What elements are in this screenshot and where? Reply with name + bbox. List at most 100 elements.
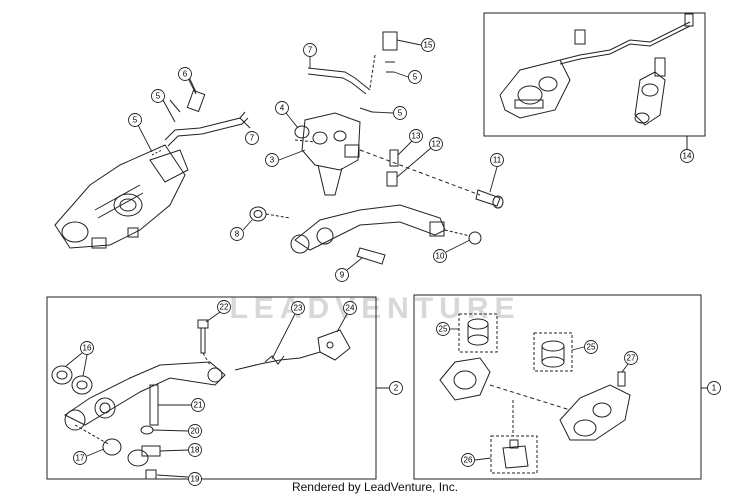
box-25-left bbox=[458, 313, 498, 353]
callout-5d[interactable] bbox=[393, 106, 407, 120]
callout-13-label: 13 bbox=[412, 132, 421, 141]
callout-17[interactable] bbox=[73, 451, 87, 465]
brake-hose-left bbox=[164, 89, 249, 147]
bolt-9 bbox=[356, 247, 386, 265]
piston-25-right bbox=[541, 340, 565, 368]
callout-18[interactable] bbox=[188, 443, 202, 457]
callout-25a-label: 25 bbox=[439, 325, 448, 334]
callout-4[interactable] bbox=[275, 101, 289, 115]
bleeder-27 bbox=[617, 371, 626, 387]
callout-19[interactable] bbox=[188, 472, 202, 486]
pin-21 bbox=[149, 384, 159, 426]
callout-5b-label: 5 bbox=[133, 116, 138, 125]
callout-5a[interactable] bbox=[151, 89, 165, 103]
callout-11[interactable] bbox=[490, 153, 504, 167]
piston-25-left bbox=[467, 318, 489, 346]
callout-18-label: 18 bbox=[191, 446, 200, 455]
box-25-right bbox=[533, 332, 573, 372]
callout-25b-label: 25 bbox=[587, 343, 596, 352]
callout-22-label: 22 bbox=[220, 303, 229, 312]
callout-19-label: 19 bbox=[191, 475, 200, 484]
callout-15[interactable] bbox=[421, 38, 435, 52]
callout-8[interactable] bbox=[230, 227, 244, 241]
master-cylinder bbox=[301, 112, 361, 196]
callout-8-label: 8 bbox=[235, 230, 240, 239]
callout-3-label: 3 bbox=[270, 156, 275, 165]
caliper-half-left bbox=[439, 357, 491, 401]
callout-7b-label: 7 bbox=[308, 46, 313, 55]
pin-13 bbox=[386, 149, 399, 187]
callout-13[interactable] bbox=[409, 129, 423, 143]
nut-8 bbox=[249, 206, 267, 222]
callout-14-label: 14 bbox=[683, 152, 692, 161]
callout-4-label: 4 bbox=[280, 104, 285, 113]
callout-7a-label: 7 bbox=[250, 134, 255, 143]
callout-25b[interactable] bbox=[584, 340, 598, 354]
callout-6-label: 6 bbox=[183, 70, 188, 79]
callout-24[interactable] bbox=[343, 301, 357, 315]
callout-25a[interactable] bbox=[436, 322, 450, 336]
callout-5a-label: 5 bbox=[156, 92, 161, 101]
assembly-14-illustration bbox=[499, 13, 694, 126]
callout-23[interactable] bbox=[291, 301, 305, 315]
callout-9-label: 9 bbox=[340, 271, 345, 280]
assembly-14-box bbox=[483, 12, 706, 137]
callout-26[interactable] bbox=[461, 453, 475, 467]
caliper-half-right bbox=[559, 384, 631, 441]
brake-pedal-lower bbox=[64, 361, 226, 431]
box-26 bbox=[490, 435, 538, 474]
callout-1[interactable] bbox=[707, 381, 721, 395]
callout-12-label: 12 bbox=[432, 140, 441, 149]
callout-21-label: 21 bbox=[194, 401, 203, 410]
callout-16-label: 16 bbox=[83, 344, 92, 353]
callout-22[interactable] bbox=[217, 300, 231, 314]
brake-hose-top bbox=[307, 31, 398, 113]
callout-26-label: 26 bbox=[464, 456, 473, 465]
bushing-16 bbox=[51, 365, 93, 395]
callout-5c-label: 5 bbox=[413, 73, 418, 82]
callout-12[interactable] bbox=[429, 137, 443, 151]
callout-24-label: 24 bbox=[346, 304, 355, 313]
callout-3[interactable] bbox=[265, 153, 279, 167]
callout-23-label: 23 bbox=[294, 304, 303, 313]
callout-10[interactable] bbox=[433, 249, 447, 263]
screw-22 bbox=[197, 319, 209, 354]
callout-2-label: 2 bbox=[394, 384, 399, 393]
bolt-11 bbox=[475, 189, 504, 209]
callout-20[interactable] bbox=[188, 424, 202, 438]
washer-4 bbox=[294, 125, 310, 139]
assembly-1-box bbox=[413, 294, 702, 480]
callout-7a[interactable] bbox=[245, 131, 259, 145]
callout-7b[interactable] bbox=[303, 43, 317, 57]
brake-caliper-left bbox=[54, 144, 189, 249]
spring-10 bbox=[468, 231, 482, 245]
callout-9[interactable] bbox=[335, 268, 349, 282]
callout-15-label: 15 bbox=[424, 41, 433, 50]
callout-27[interactable] bbox=[624, 351, 638, 365]
callout-16[interactable] bbox=[80, 341, 94, 355]
clevis-18 bbox=[127, 445, 161, 467]
callout-6[interactable] bbox=[178, 67, 192, 81]
callout-21[interactable] bbox=[191, 398, 205, 412]
spring-23 bbox=[234, 351, 321, 371]
callout-11-label: 11 bbox=[493, 156, 502, 165]
ring-20 bbox=[140, 425, 154, 435]
callout-17-label: 17 bbox=[76, 454, 85, 463]
render-credit: Rendered by LeadVenture, Inc. bbox=[291, 480, 459, 494]
brake-pad-26 bbox=[502, 439, 529, 469]
switch-24 bbox=[317, 329, 351, 361]
callout-14[interactable] bbox=[680, 149, 694, 163]
washer-17 bbox=[102, 438, 122, 456]
callout-2[interactable] bbox=[389, 381, 403, 395]
brake-pedal-upper bbox=[290, 204, 446, 254]
callout-27-label: 27 bbox=[627, 354, 636, 363]
callout-10-label: 10 bbox=[436, 252, 445, 261]
callout-5b[interactable] bbox=[128, 113, 142, 127]
callout-5c[interactable] bbox=[408, 70, 422, 84]
callout-5d-label: 5 bbox=[398, 109, 403, 118]
callout-1-label: 1 bbox=[712, 384, 717, 393]
callout-20-label: 20 bbox=[191, 427, 200, 436]
bolt-19 bbox=[145, 469, 157, 480]
